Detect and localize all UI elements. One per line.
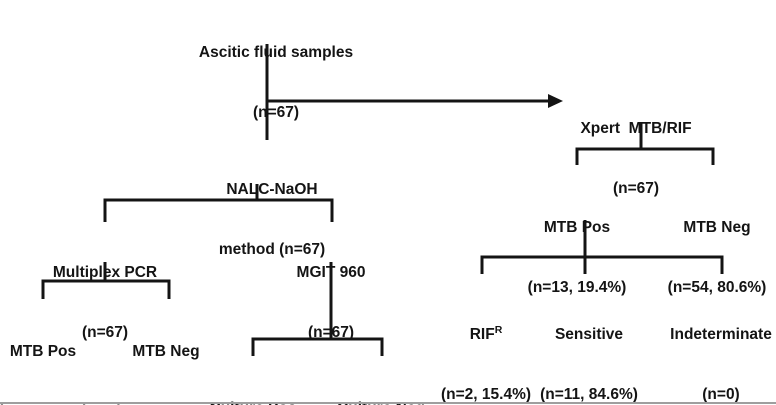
node-indeterminate: Indeterminate (n=0) (670, 285, 772, 405)
node-nalc-naoh-method: NALC-NaOH method (n=67) (219, 140, 325, 300)
node-count: method (n=67) (218, 241, 326, 258)
node-xpert-mtb-pos: MTB Pos (n=13, 19.4%) (528, 178, 627, 338)
node-label: Multiplex PCR (52, 264, 158, 281)
node-ascitic-fluid-samples: Ascitic fluid samples (n=67) (199, 3, 353, 163)
node-label: MTB Pos (543, 219, 611, 236)
edge-multiplex-branch (41, 279, 171, 299)
node-count: (n=54, 80.6%) (667, 279, 767, 296)
rif-superscript: R (494, 323, 503, 336)
node-count: (n=67) (252, 104, 300, 121)
node-label: Xpert MTB/RIF (580, 120, 692, 137)
figure-bottom-border (0, 402, 776, 404)
node-sensitive: Sensitive (n=11, 84.6%) (540, 285, 638, 405)
edge-mtbpos-branch (480, 255, 724, 274)
arrowhead-icon (548, 94, 563, 108)
node-count: (n=9, 13.4%) (0, 402, 88, 405)
node-multiplex-pcr: Multiplex PCR (n=67) (53, 223, 157, 383)
node-culture-neg: Culture Neg (n=50,74.6%) (334, 359, 428, 405)
node-label: Sensitive (554, 326, 624, 343)
node-label: Indeterminate (670, 326, 772, 343)
edge-mgit-branch (251, 337, 384, 356)
node-count: (n=67) (307, 324, 355, 341)
node-label: MTB Pos (9, 343, 77, 360)
edge-xpert-branch (575, 147, 715, 165)
node-label: MTB Neg (683, 219, 751, 236)
node-count: (n=13, 19.4%) (527, 279, 627, 296)
node-count: (n=2, 15.4%) (440, 386, 532, 403)
node-count: (n=58, 86.6 %) (115, 402, 218, 405)
node-count: (n=0) (702, 386, 740, 403)
node-culture-pos: Culture Pos (n=17, 25.4%) (204, 359, 303, 405)
node-rif-resistant: RIFR (n=2, 15.4%) (441, 285, 531, 405)
edge-nalc-branch (103, 198, 334, 222)
node-xpert-mtb-neg: MTB Neg (n=54, 80.6%) (668, 178, 767, 338)
node-xpert-mtb-rif: Xpert MTB/RIF (n=67) (580, 79, 691, 239)
node-label: RIFR (441, 325, 531, 345)
node-label: Ascitic fluid samples (198, 44, 354, 61)
node-count: (n=11, 84.6%) (540, 386, 638, 403)
node-pcr-mtb-neg: MTB Neg (n=58, 86.6 %) (115, 302, 218, 405)
node-label: MGIT 960 (296, 264, 366, 281)
node-mgit-960: MGIT 960 (n=67) (297, 223, 366, 383)
node-label: NALC-NaOH (226, 181, 318, 198)
rif-label: RIF (469, 326, 495, 343)
node-count: (n=67) (81, 324, 129, 341)
node-pcr-mtb-pos: MTB Pos (n=9, 13.4%) (0, 302, 88, 405)
node-label: MTB Neg (132, 343, 200, 360)
node-count: (n=67) (612, 180, 660, 197)
